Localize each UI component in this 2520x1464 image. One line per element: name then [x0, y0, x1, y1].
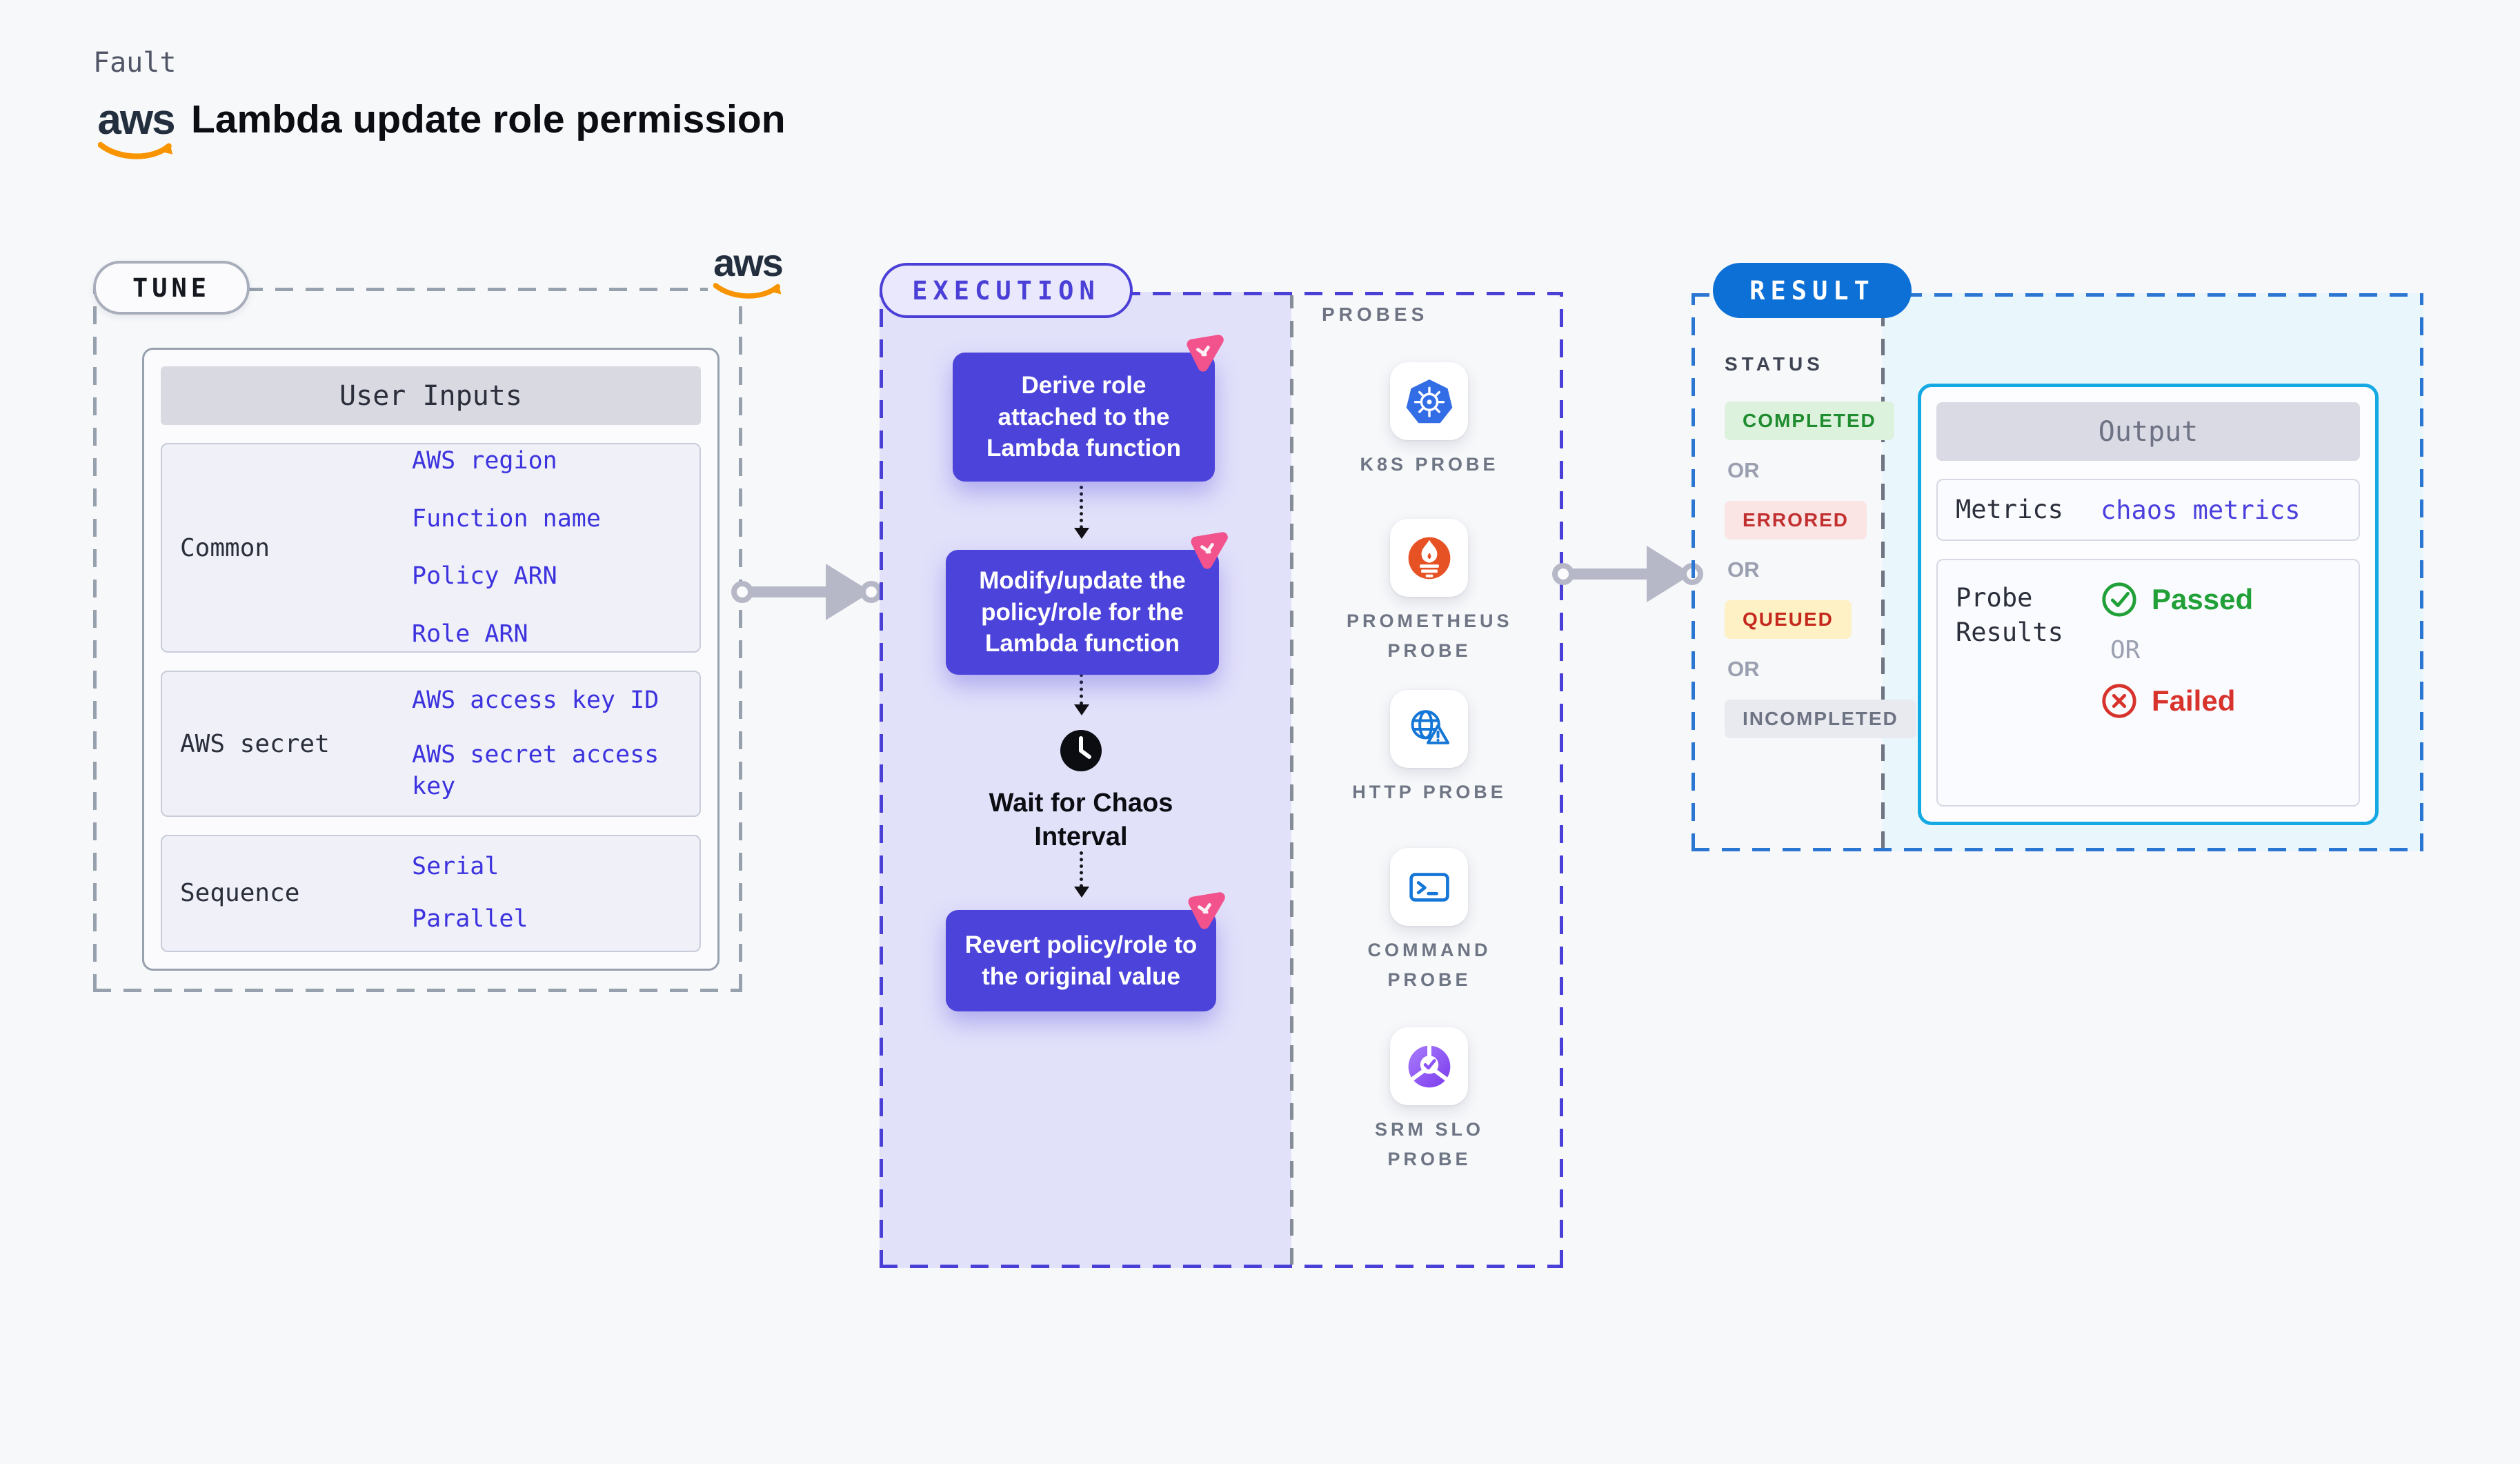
input-links-sequence: Serial Parallel — [346, 851, 688, 935]
probe-label-http: HTTP PROBE — [1352, 782, 1507, 802]
page-title: Lambda update role permission — [191, 97, 786, 141]
probe-card-srm-slo — [1390, 1027, 1468, 1105]
probe-label-command: COMMAND PROBE — [1367, 940, 1491, 991]
input-group-sequence: Sequence Serial Parallel — [161, 834, 701, 952]
input-link-parallel[interactable]: Parallel — [412, 904, 528, 933]
probe-card-k8s — [1390, 362, 1468, 440]
kubernetes-icon — [1406, 379, 1452, 423]
or-separator: OR — [1727, 458, 1760, 482]
status-badge-queued: QUEUED — [1725, 600, 1852, 639]
aws-logo: aws — [95, 96, 177, 163]
failed-label: Failed — [2152, 684, 2236, 717]
input-link-role-arn[interactable]: Role ARN — [412, 620, 528, 648]
status-badge-errored: ERRORED — [1725, 501, 1867, 540]
input-link-serial[interactable]: Serial — [412, 853, 499, 881]
outcome-failed: Failed — [2101, 682, 2253, 720]
probe-label-srm-slo: SRM SLO PROBE — [1374, 1119, 1484, 1170]
tune-aws-swoosh-icon — [713, 283, 782, 299]
output-title: Output — [2098, 415, 2199, 448]
wait-for-chaos-interval-label: Wait for Chaos Interval — [989, 789, 1173, 852]
result-pill-label: RESULT — [1749, 275, 1875, 306]
or-separator: OR — [1727, 657, 1760, 681]
probe-card-command — [1390, 848, 1468, 926]
user-inputs-header: User Inputs — [161, 366, 701, 425]
chaos-pinwheel-icon — [1191, 532, 1228, 569]
tune-pill-label: TUNE — [132, 273, 211, 303]
step-modify-policy-node: Modify/update the policy/role for the La… — [946, 532, 1228, 675]
fault-kicker: Fault — [93, 47, 177, 79]
terminal-icon — [1409, 872, 1449, 902]
x-circle-icon — [2102, 684, 2136, 718]
flow-connector — [1074, 666, 1089, 715]
probes-heading: PROBES — [1322, 304, 1429, 325]
aws-logo-text: aws — [97, 96, 175, 144]
status-heading: STATUS — [1725, 353, 1824, 375]
flow-connector — [1074, 486, 1089, 539]
step-text: Revert policy/role to the original value — [964, 931, 1198, 990]
input-links-common: AWS region Function name Policy ARN Role… — [346, 446, 688, 650]
check-circle-icon — [2102, 582, 2136, 617]
execution-pill-label: EXECUTION — [912, 275, 1100, 306]
chaos-pinwheel-icon — [1188, 892, 1225, 929]
globe-warning-icon — [1411, 709, 1449, 744]
probes-divider — [1290, 295, 1293, 1265]
aws-swoosh-icon — [98, 141, 173, 159]
input-link-function-name[interactable]: Function name — [412, 504, 601, 533]
step-text: Derive role attached to the Lambda funct… — [986, 372, 1181, 462]
clock-icon — [1060, 730, 1102, 771]
metrics-row: Metrics chaos metrics — [1936, 479, 2360, 541]
passed-label: Passed — [2152, 583, 2254, 615]
flow-connector — [1074, 851, 1089, 898]
user-inputs-card: User Inputs Common AWS region Function n… — [142, 348, 720, 971]
input-link-secret-access-key[interactable]: AWS secret access key — [412, 741, 659, 800]
input-link-access-key-id[interactable]: AWS access key ID — [412, 686, 659, 714]
probe-label-k8s: K8S PROBE — [1360, 454, 1499, 475]
input-group-label: Sequence — [180, 879, 300, 908]
output-header: Output — [1936, 402, 2360, 461]
input-link-aws-region[interactable]: AWS region — [412, 447, 557, 475]
probe-card-prometheus — [1390, 519, 1468, 597]
execution-pill: EXECUTION — [880, 263, 1133, 318]
probe-results-row: Probe Results Passed OR Failed — [1936, 559, 2360, 807]
result-pill: RESULT — [1713, 263, 1912, 318]
input-link-policy-arn[interactable]: Policy ARN — [412, 562, 557, 591]
metrics-value-link[interactable]: chaos metrics — [2101, 495, 2301, 525]
tune-to-execution-arrow — [731, 564, 882, 620]
execution-to-result-arrow — [1552, 546, 1703, 602]
input-group-aws-secret: AWS secret AWS access key ID AWS secret … — [161, 671, 701, 817]
prometheus-icon — [1408, 537, 1450, 579]
output-card: Output Metrics chaos metrics Probe Resul… — [1918, 384, 2379, 825]
tune-aws-logo-text: aws — [713, 241, 784, 284]
tune-aws-logo: aws — [708, 241, 788, 306]
tune-pill: TUNE — [93, 261, 250, 315]
status-badge-completed: COMPLETED — [1725, 402, 1894, 440]
or-separator: OR — [2110, 636, 2141, 664]
input-group-label: AWS secret — [180, 729, 330, 758]
result-divider — [1881, 297, 1885, 848]
probe-results-label: Probe Results — [1956, 583, 2063, 647]
outcome-passed: Passed — [2101, 581, 2253, 618]
slo-gauge-check-icon — [1408, 1044, 1450, 1087]
step-derive-role-node: Derive role attached to the Lambda funct… — [953, 335, 1224, 482]
chaos-pinwheel-icon — [1187, 335, 1224, 372]
step-revert-policy-node: Revert policy/role to the original value — [946, 892, 1225, 1011]
step-text: Modify/update the policy/role for the La… — [979, 567, 1186, 657]
status-badge-incompleted: INCOMPLETED — [1725, 700, 1916, 738]
or-separator: OR — [1727, 557, 1760, 582]
probe-card-http — [1390, 690, 1468, 768]
probe-outcomes: Passed OR Failed — [2101, 581, 2253, 720]
metrics-label: Metrics — [1956, 495, 2063, 525]
input-group-common: Common AWS region Function name Policy A… — [161, 443, 701, 653]
input-links-aws-secret: AWS access key ID AWS secret access key — [346, 685, 688, 803]
probe-label-prometheus: PROMETHEUS PROBE — [1347, 611, 1513, 662]
status-column: STATUS COMPLETED OR ERRORED OR QUEUED OR… — [1725, 353, 1918, 738]
user-inputs-title: User Inputs — [339, 379, 522, 412]
input-group-label: Common — [180, 533, 270, 562]
